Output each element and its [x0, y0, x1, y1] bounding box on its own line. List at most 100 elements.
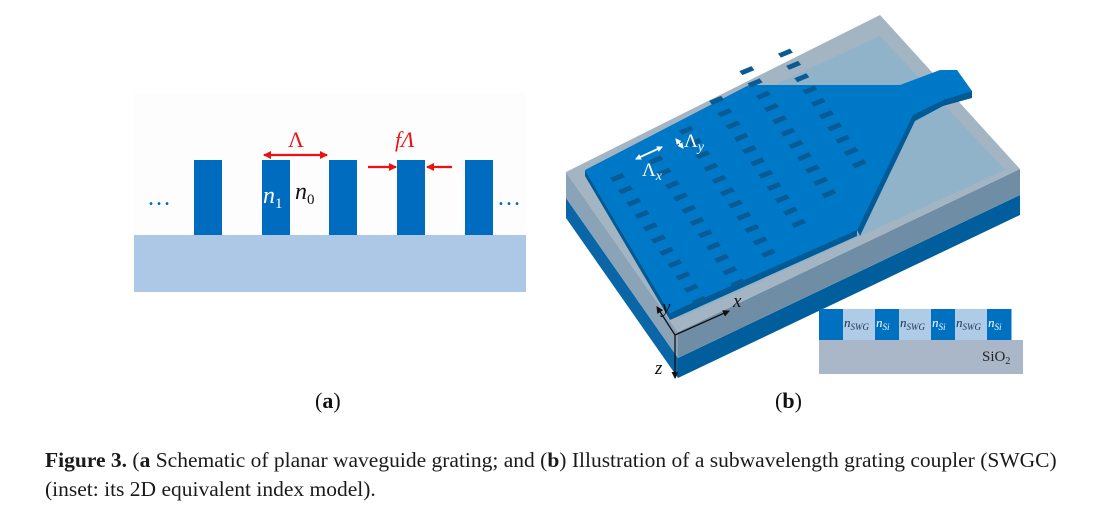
- grating-hole: [728, 199, 743, 209]
- grating-hole: [689, 217, 705, 226]
- period-x-label: Λx: [642, 160, 663, 184]
- grating-hole: [835, 134, 851, 144]
- grating-hole: [805, 164, 820, 174]
- coupler-side-right: [670, 230, 857, 320]
- inset-cell-label: nSi: [988, 315, 1002, 332]
- grating-hole: [813, 176, 829, 186]
- grating-hole: [739, 66, 755, 76]
- grating-hole: [681, 204, 697, 214]
- inset-cell-label: nSWG: [844, 315, 869, 332]
- panel-b-letter: b: [782, 388, 795, 413]
- ellipsis-left: …: [147, 185, 171, 211]
- grating-hole: [777, 48, 793, 58]
- inset-swg-cell: [843, 309, 876, 340]
- n1-main: n: [263, 183, 275, 209]
- grating-hole: [725, 120, 741, 130]
- grating-hole: [673, 192, 689, 202]
- grating-hole: [703, 162, 719, 172]
- grating-hole: [774, 194, 790, 204]
- grating-hole: [656, 167, 672, 177]
- grating-hole: [766, 182, 782, 191]
- inset-cell-label: nSWG: [956, 315, 981, 332]
- grating-hole: [697, 229, 713, 239]
- grating-ridge: [262, 160, 290, 235]
- cladding-right: [678, 169, 1020, 358]
- grating-hole: [626, 197, 642, 207]
- grating-hole: [705, 241, 721, 251]
- period-x-sub: x: [655, 169, 663, 184]
- grating-hole: [821, 189, 837, 199]
- caption-part-a-text: Schematic of planar waveguide grating; a…: [150, 448, 548, 472]
- grating-hole: [667, 259, 683, 269]
- figure-caption: Figure 3. (a Schematic of planar wavegui…: [45, 448, 1057, 501]
- inset-substrate: [819, 340, 1023, 374]
- grating-hole: [692, 296, 707, 305]
- inset-si-cell: [987, 309, 1012, 340]
- grating-hole: [786, 60, 802, 70]
- period-y-sub: y: [696, 140, 705, 155]
- grating-hole: [651, 234, 666, 244]
- grating-hole: [760, 248, 776, 258]
- panel-a-label: (a): [315, 388, 341, 413]
- grating-hole: [711, 174, 727, 184]
- inset-si-cell: [931, 309, 956, 340]
- n0-label: n0: [295, 179, 315, 208]
- fill-factor-symbol: fΛ: [395, 127, 415, 152]
- grating-hole: [664, 180, 680, 190]
- grating-hole: [722, 266, 738, 276]
- box-layer-right: [678, 195, 1020, 378]
- axis-y-label: y: [660, 297, 671, 318]
- grating-hole: [782, 206, 798, 216]
- n1-sub: 1: [275, 196, 283, 212]
- grating-hole: [788, 139, 804, 149]
- grating-hole: [678, 125, 694, 135]
- grating-hole: [730, 278, 746, 288]
- period-symbol: Λ: [288, 127, 304, 152]
- inset-cell-label: nSWG: [900, 315, 925, 332]
- substrate: [134, 235, 526, 292]
- inset-si-cell: [875, 309, 900, 340]
- axis-x-line: [674, 310, 730, 336]
- grating-hole: [750, 157, 766, 167]
- grating-hole: [810, 97, 826, 107]
- grating-hole: [709, 95, 725, 105]
- grating-hole: [695, 150, 711, 160]
- grating-hole: [642, 222, 658, 232]
- grating-hole: [791, 218, 807, 228]
- box-layer-front: [566, 198, 678, 378]
- period-y-label: Λy: [684, 131, 705, 155]
- inset-si-cell: [819, 309, 844, 340]
- panel-a-letter: a: [322, 388, 334, 413]
- grating-hole: [659, 246, 675, 256]
- figure-number: Figure 3.: [45, 448, 128, 472]
- grating-hole: [744, 224, 760, 234]
- grating-hole: [610, 173, 625, 182]
- grating-ridge: [465, 160, 493, 235]
- panel-a-schematic: … … Λ fΛ n1 n0: [134, 93, 526, 293]
- grating-hole: [752, 236, 768, 246]
- taper-side: [857, 100, 943, 236]
- n0-main: n: [295, 179, 307, 205]
- coupler-side-front: [585, 170, 670, 320]
- inset-substrate-label: SiO2: [982, 349, 1010, 367]
- grating-hole: [736, 211, 752, 221]
- ellipsis-right: …: [497, 185, 521, 211]
- axis-z-label: z: [654, 358, 663, 379]
- grating-ridge: [194, 160, 222, 235]
- grating-ridge: [329, 160, 357, 235]
- grating-hole: [802, 85, 818, 95]
- grating-hole: [747, 78, 763, 88]
- inset-cell-label: nSi: [932, 315, 946, 332]
- panel-b-label: (b): [775, 388, 802, 413]
- inset-swg-cell: [899, 309, 932, 340]
- grating-hole: [758, 169, 774, 179]
- grating-hole: [851, 159, 867, 169]
- grating-hole: [714, 253, 730, 263]
- axis-x-label: x: [732, 291, 742, 312]
- caption-part-b-label: b: [547, 448, 560, 472]
- grating-hole: [764, 103, 779, 112]
- grating-ridge: [397, 160, 425, 235]
- n1-label: n1: [263, 183, 283, 212]
